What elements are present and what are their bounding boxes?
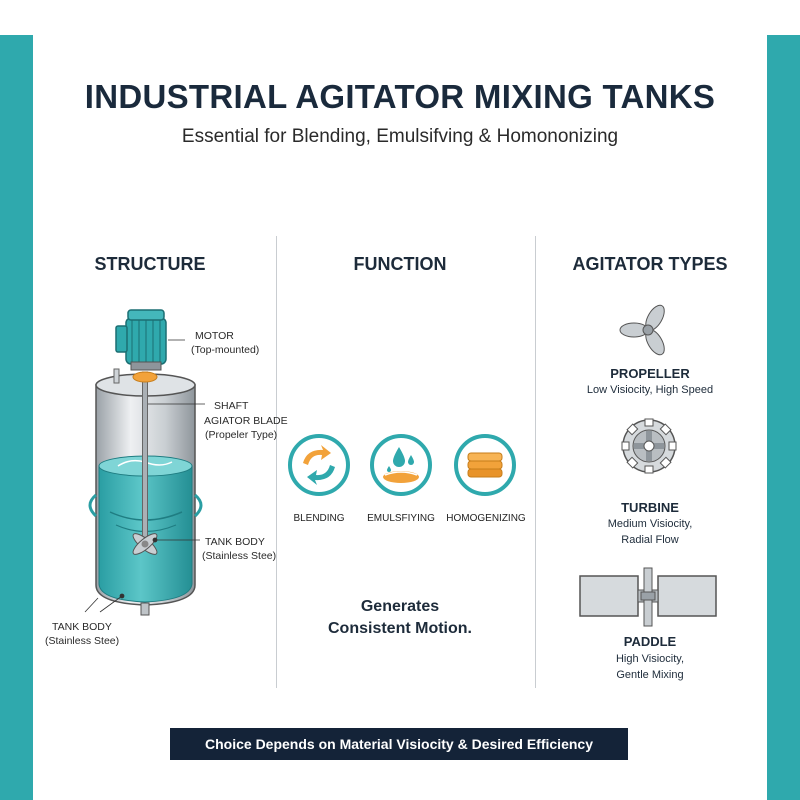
function-summary: Generates Consistent Motion. bbox=[300, 596, 500, 640]
function-label-homogenizing: HOMOGENIZING bbox=[446, 513, 526, 524]
turbine-icon bbox=[621, 418, 677, 474]
propeller-desc: Low Visiocity, High Speed bbox=[586, 384, 714, 396]
blending-icon bbox=[288, 434, 350, 496]
agitator-types-heading: AGITATOR TYPES bbox=[572, 254, 728, 274]
outlet-pipe-shape bbox=[140, 602, 150, 616]
page-subtitle: Essential for Blending, Emulsifving & Ho… bbox=[181, 126, 619, 147]
turbine-desc-line1: Medium Visiocity, bbox=[607, 518, 693, 530]
function-summary-line2: Consistent Motion. bbox=[328, 620, 472, 637]
tank-body-note-left: (Stainless Stee) bbox=[45, 635, 120, 647]
tank-body-label-left: TANK BODY bbox=[52, 621, 112, 633]
motor-note: (Top-mounted) bbox=[191, 344, 260, 356]
tank-body-label-right: TANK BODY bbox=[205, 536, 265, 548]
rotation-arrow-right bbox=[193, 493, 203, 518]
paddle-desc-line1: High Visiocity, bbox=[615, 653, 685, 665]
blade-label: AGIATOR BLADE bbox=[204, 415, 288, 427]
paddle-icon bbox=[579, 567, 717, 627]
column-divider-left bbox=[276, 236, 277, 688]
function-label-emulsifying: EMULSFIYING bbox=[367, 513, 435, 524]
turbine-name: TURBINE bbox=[621, 500, 679, 515]
motor-label: MOTOR bbox=[195, 330, 234, 342]
shaft-shape bbox=[142, 371, 148, 543]
structure-heading: STRUCTURE bbox=[94, 254, 206, 274]
coupling-shape bbox=[132, 371, 158, 383]
propeller-blade-shape bbox=[132, 533, 158, 555]
propeller-name: PROPELLER bbox=[610, 366, 690, 381]
turbine-desc-line2: Radial Flow bbox=[621, 534, 679, 546]
blade-note: (Propeler Type) bbox=[205, 429, 278, 441]
footer-banner: Choice Depends on Material Visiocity & D… bbox=[170, 728, 628, 760]
function-heading: FUNCTION bbox=[353, 254, 447, 274]
left-accent-bar bbox=[0, 35, 33, 800]
rotation-arrow-left bbox=[88, 493, 98, 518]
function-summary-line1: Generates bbox=[360, 598, 440, 615]
motor-shape bbox=[115, 309, 167, 371]
homogenizing-icon bbox=[454, 434, 516, 496]
paddle-name: PADDLE bbox=[623, 634, 677, 649]
emulsifying-icon bbox=[370, 434, 432, 496]
function-label-blending: BLENDING bbox=[293, 513, 345, 524]
tank-body-note-right: (Stainless Stee) bbox=[202, 550, 277, 562]
right-accent-bar bbox=[767, 35, 800, 800]
shaft-label: SHAFT bbox=[214, 400, 249, 412]
propeller-icon bbox=[619, 304, 665, 356]
paddle-desc-line2: Gentle Mixing bbox=[616, 669, 684, 681]
page-title: INDUSTRIAL AGITATOR MIXING TANKS bbox=[84, 78, 716, 115]
column-divider-right bbox=[535, 236, 536, 688]
